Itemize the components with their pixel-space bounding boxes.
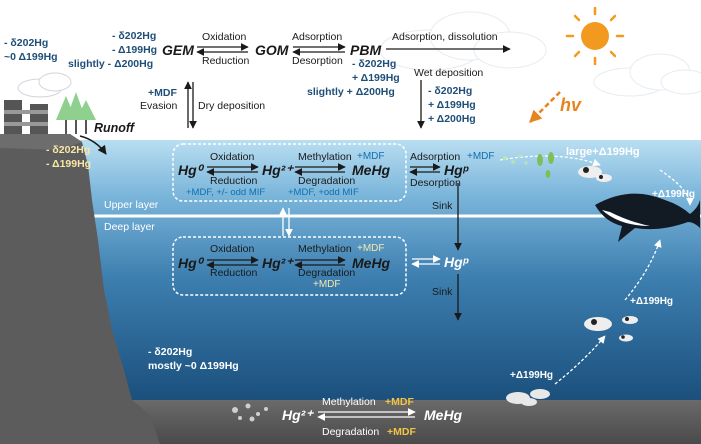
evasion-dry-arrows [184, 81, 197, 129]
cloud-left [17, 72, 72, 98]
deep-hg2: Hg²⁺ [262, 255, 293, 271]
food-web-arrows [499, 155, 694, 385]
gem-gom-reduction: Reduction [202, 55, 250, 67]
sediment-methylation-note: +MDF [385, 396, 414, 408]
species-pbm: PBM [350, 42, 382, 58]
runoff-sig-2: - Δ199Hg [46, 158, 92, 170]
deep-box-arrows [206, 256, 346, 269]
upper-mehg: MeHg [352, 162, 391, 178]
deep-methylation: Methylation [298, 243, 352, 255]
deep-degradation: Degradation [298, 267, 356, 279]
small-fish-signature: +Δ199Hg [630, 296, 674, 307]
gom-pbm-adsorption: Adsorption [292, 31, 343, 43]
whale-signature: +Δ199Hg [652, 189, 696, 200]
upper-oxidation: Oxidation [210, 151, 255, 163]
deep-layer-label: Deep layer [104, 221, 155, 233]
cliff-shade [0, 134, 82, 150]
deep-mehg: MeHg [352, 255, 391, 271]
pbm-adsorption-dissolution: Adsorption, dissolution [392, 31, 498, 43]
sunlight-arrow [529, 91, 561, 123]
sediment-particles-icon [232, 403, 268, 422]
upper-hg2: Hg²⁺ [262, 162, 293, 178]
factory-icon [4, 100, 48, 134]
upper-hg0: Hg⁰ [178, 162, 203, 178]
gem-gom-arrows [196, 43, 249, 56]
deep-degradation-note: +MDF [313, 279, 341, 290]
deep-hgp: Hgᵖ [444, 254, 469, 270]
gem-sig-2: - Δ199Hg [112, 44, 158, 56]
sediment-degradation-note: +MDF [387, 426, 416, 438]
upper-layer-label: Upper layer [104, 199, 159, 211]
sediment-hg2: Hg²⁺ [282, 407, 313, 423]
wet-sig-2: + Δ199Hg [428, 99, 476, 111]
seafloor [0, 400, 701, 444]
upper-reduction: Reduction [210, 175, 258, 187]
runoff-sig-1: - δ202Hg [46, 144, 91, 156]
deep-methylation-note: +MDF [357, 243, 385, 254]
dry-deposition-label: Dry deposition [198, 100, 266, 112]
particle-deep-arrows [411, 255, 441, 268]
upper-methylation: Methylation [298, 151, 352, 163]
sediment-degradation: Degradation [322, 426, 380, 438]
gem-sig-3: slightly - Δ200Hg [68, 58, 154, 70]
wet-sig-1: - δ202Hg [428, 85, 473, 97]
sink-label-deep: Sink [432, 286, 453, 298]
deep-oxidation: Oxidation [210, 243, 255, 255]
top-fish-signature: large+Δ199Hg [566, 146, 640, 158]
shellfish-signature: +Δ199Hg [510, 370, 554, 381]
sediment-mehg: MeHg [424, 407, 463, 423]
sediment-methylation: Methylation [322, 396, 376, 408]
sediment-arrows [317, 408, 416, 421]
particle-upper-arrows [409, 163, 441, 176]
upper-degradation-note: +MDF, +odd MIF [288, 187, 359, 198]
gom-pbm-desorption: Desorption [292, 55, 343, 67]
pbm-sig-1: - δ202Hg [352, 58, 397, 70]
upper-degradation: Degradation [298, 175, 356, 187]
runoff-label: Runoff [94, 121, 135, 135]
land-sig-1: - δ202Hg [4, 37, 49, 49]
shellfish-icon [506, 389, 550, 406]
pbm-sig-3: slightly + Δ200Hg [307, 86, 395, 98]
runoff-arrow [79, 135, 107, 155]
deep-box-outline [172, 236, 407, 296]
fish-school-top-icon [578, 166, 612, 182]
evasion-label: Evasion [140, 100, 178, 112]
deep-reduction: Reduction [210, 267, 258, 279]
fish-school-mid-icon [584, 316, 638, 342]
sun-icon [565, 6, 625, 66]
layer-exchange-arrows [279, 207, 293, 237]
upper-reduction-note: +MDF, +/- odd MIF [186, 187, 266, 198]
plankton-icon [503, 152, 554, 178]
particle-adsorption-note: +MDF [467, 151, 495, 162]
deep-hg0: Hg⁰ [178, 255, 203, 271]
whale-icon [595, 193, 700, 242]
upper-methylation-note: +MDF [357, 151, 385, 162]
species-gom: GOM [255, 42, 289, 58]
trees-icon [56, 92, 96, 134]
upper-box-arrows [206, 163, 346, 176]
upper-hgp: Hgᵖ [444, 162, 469, 178]
sediment-sig-1: - δ202Hg [148, 346, 193, 358]
species-gem: GEM [162, 42, 194, 58]
sink-label-upper: Sink [432, 200, 453, 212]
particle-adsorption: Adsorption [410, 151, 461, 163]
wet-sig-3: + Δ200Hg [428, 113, 476, 125]
cloud-right [593, 53, 701, 97]
wet-deposition-label: Wet deposition [414, 67, 484, 79]
hv-label: hv [560, 95, 582, 115]
pbm-sig-2: + Δ199Hg [352, 72, 400, 84]
gem-gom-oxidation: Oxidation [202, 31, 247, 43]
particle-desorption: Desorption [410, 177, 461, 189]
land-sig-2: ~0 Δ199Hg [4, 51, 58, 63]
gem-sig-1: - δ202Hg [112, 30, 157, 42]
cliff [0, 134, 160, 444]
upper-box-outline [172, 143, 407, 202]
gom-pbm-arrows [292, 43, 346, 56]
evasion-mdf: +MDF [148, 87, 177, 99]
sediment-sig-2: mostly ~0 Δ199Hg [148, 360, 239, 372]
